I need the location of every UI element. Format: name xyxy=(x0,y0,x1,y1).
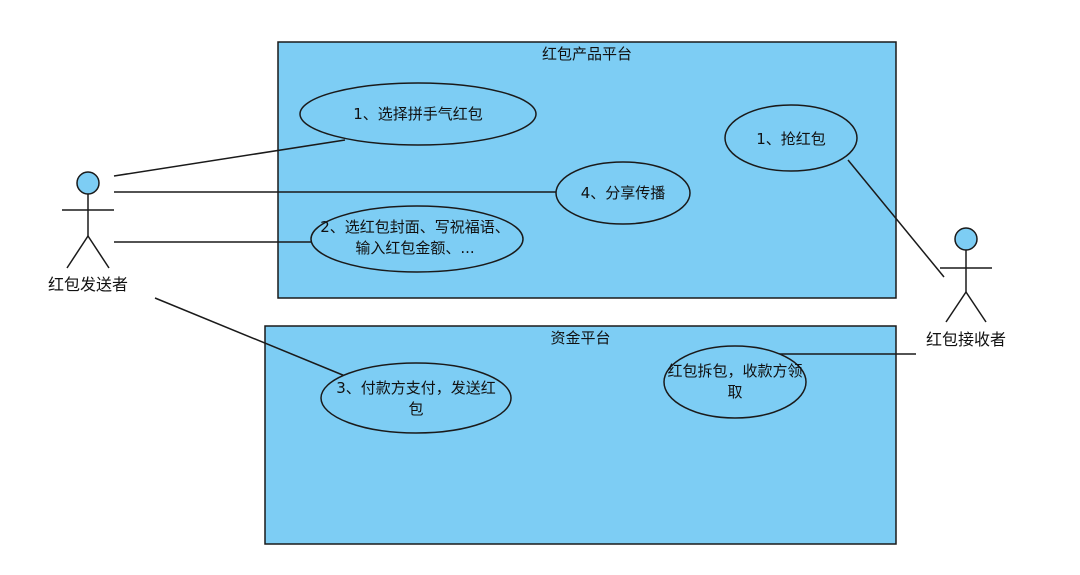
uc-pay-label: 3、付款方支付，发送红包 xyxy=(336,379,496,418)
uc-open-label: 红包拆包，收款方领取 xyxy=(667,362,803,401)
receiver-stick-figure xyxy=(940,227,992,323)
assoc-sender-pay xyxy=(154,297,351,379)
uc-open-ellipse xyxy=(663,345,807,419)
receiver-actor-name: 红包接收者 xyxy=(925,329,1006,349)
sender-actor-name: 红包发送者 xyxy=(47,274,128,294)
uc-select-ellipse xyxy=(299,82,537,146)
funds-platform-box xyxy=(264,325,897,545)
uc-grab-ellipse xyxy=(724,104,858,172)
product-platform-title: 红包产品平台 xyxy=(541,44,632,63)
uc-grab-label: 1、抢红包 xyxy=(756,129,826,148)
uc-pay-ellipse xyxy=(320,362,512,434)
uc-share-label: 4、分享传播 xyxy=(580,183,666,202)
sender-stick-figure xyxy=(62,171,114,269)
uc-cover-ellipse xyxy=(310,205,524,273)
assoc-sender-select xyxy=(113,139,346,177)
uc-select-label: 1、选择拼手气红包 xyxy=(353,104,483,123)
funds-platform-title: 资金平台 xyxy=(550,328,611,347)
assoc-receiver-grab xyxy=(847,159,945,278)
uc-cover-label: 2、选红包封面、写祝福语、输入红包金额、... xyxy=(320,218,510,257)
uc-share-ellipse xyxy=(555,161,691,225)
